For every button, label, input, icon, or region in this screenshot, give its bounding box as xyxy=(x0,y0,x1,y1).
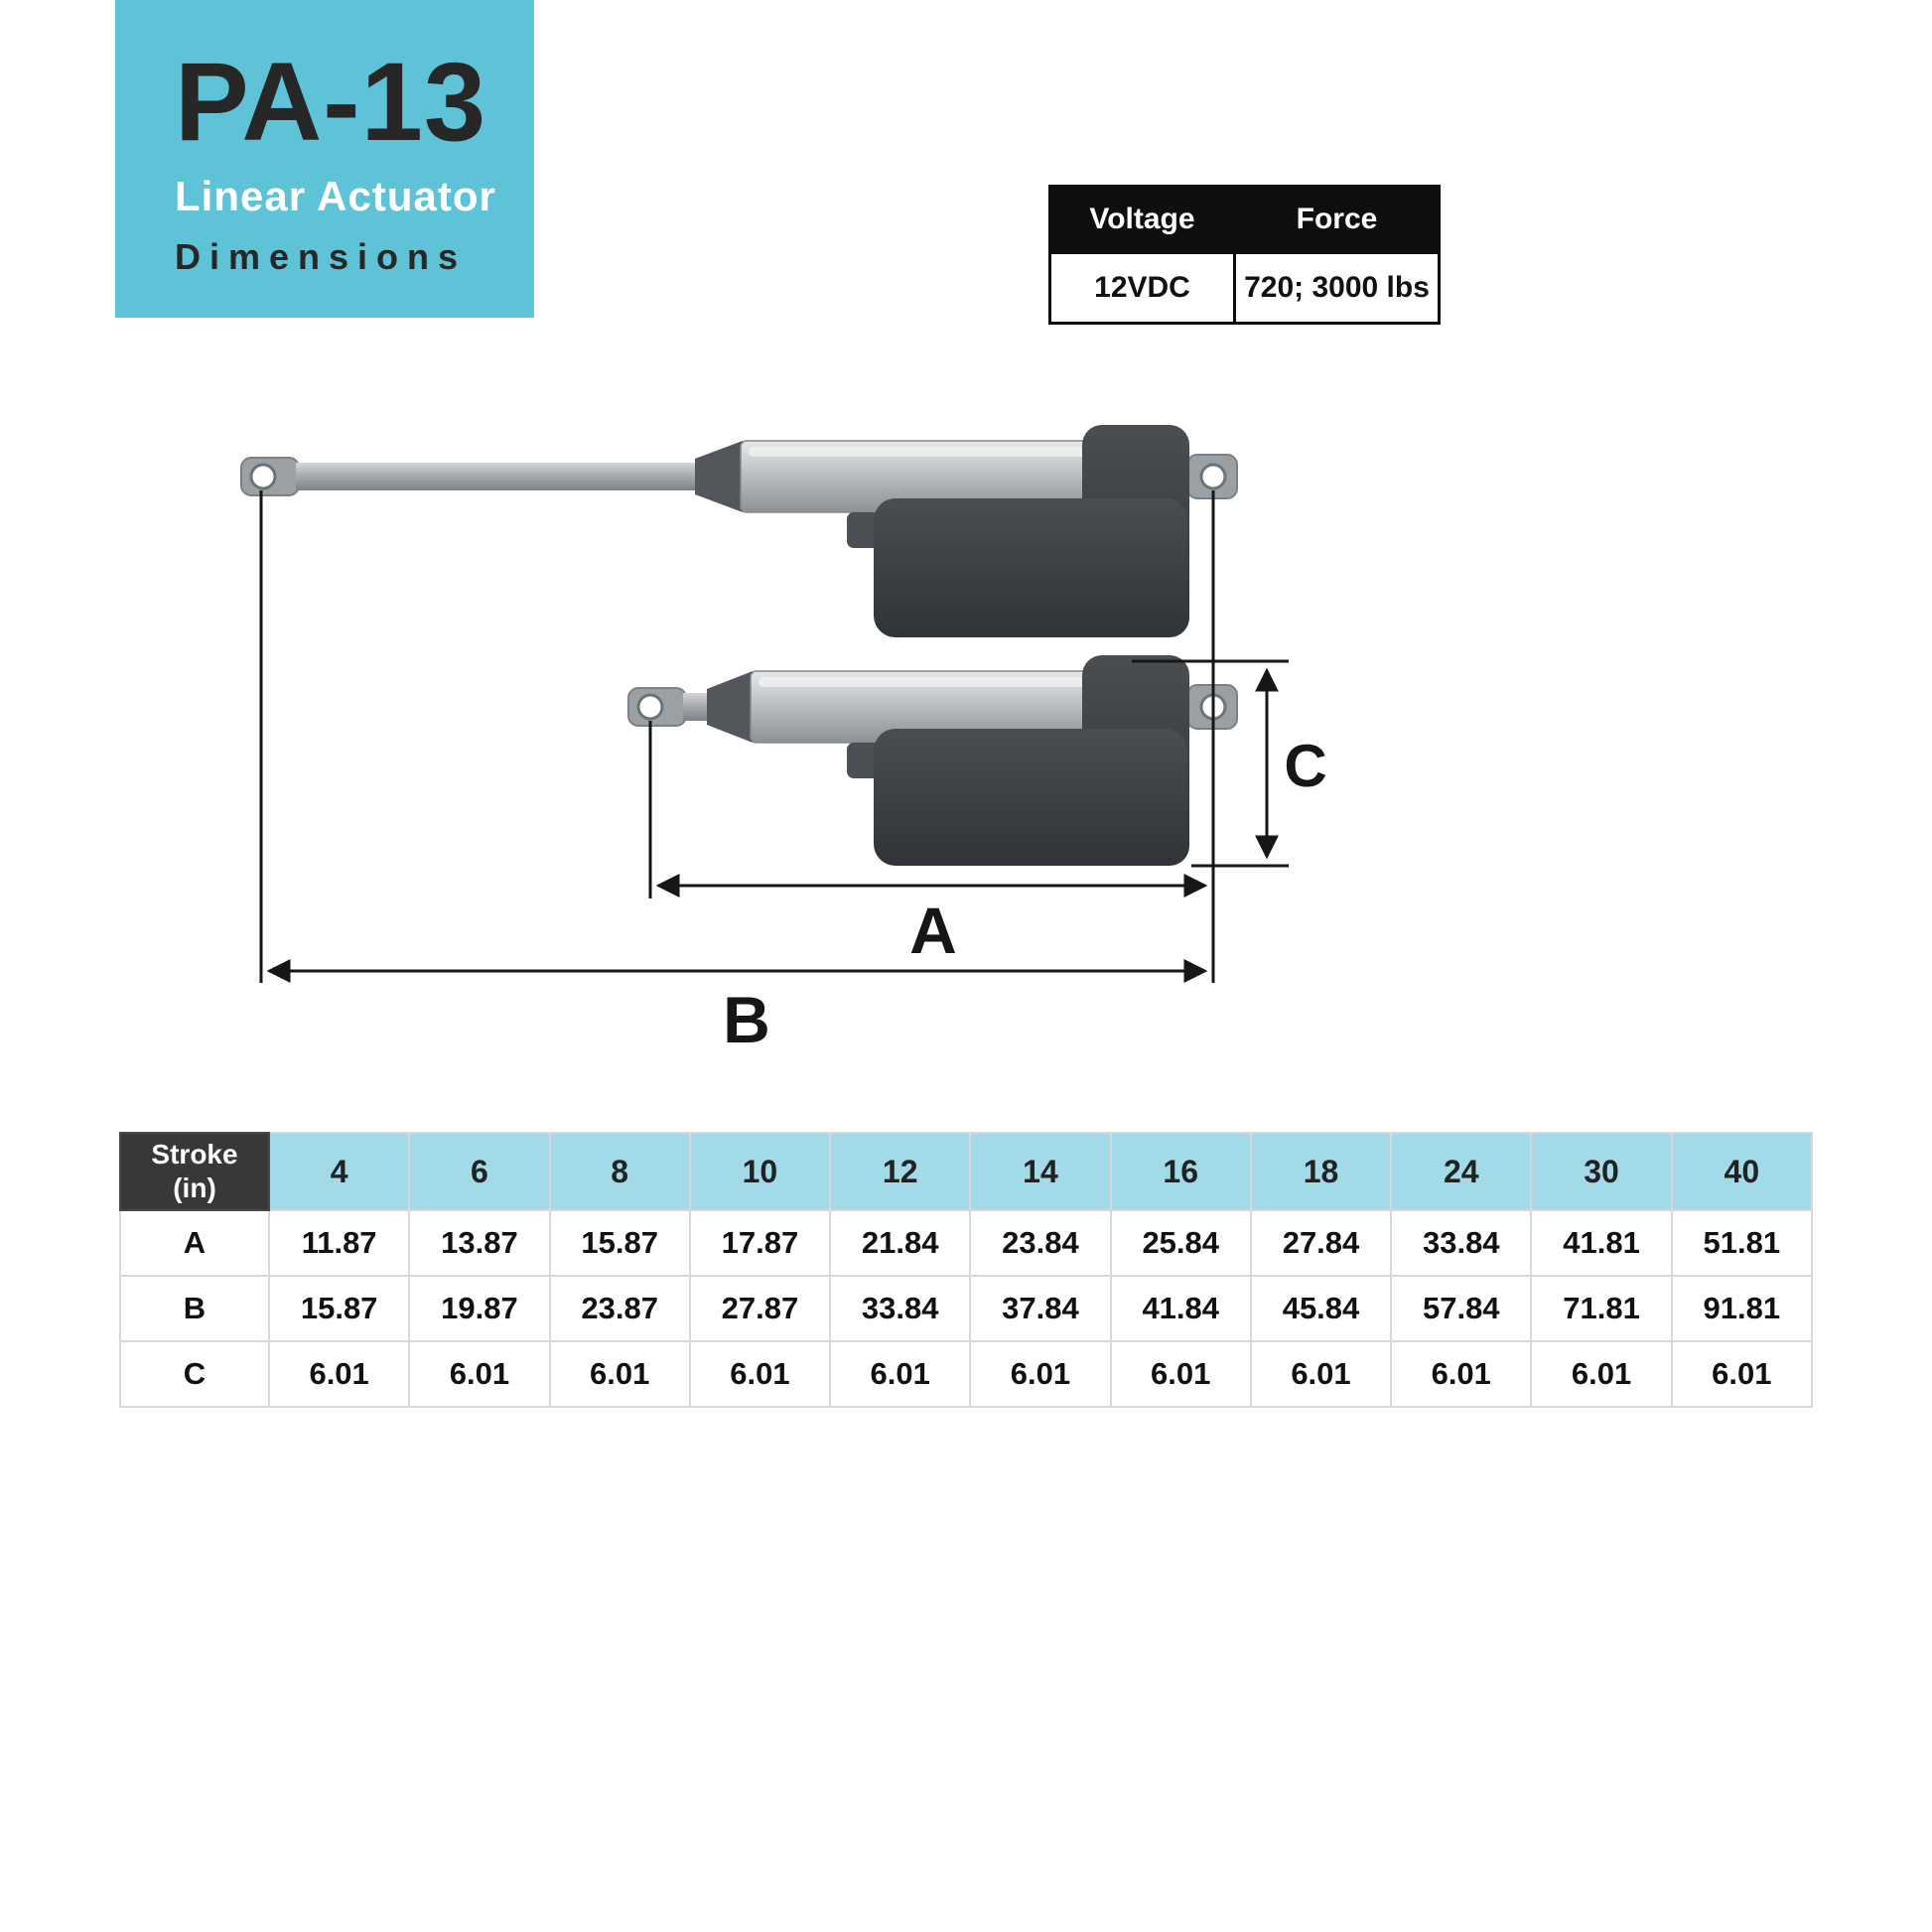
dim-label-b: B xyxy=(723,983,770,1056)
mount-hole xyxy=(1199,463,1227,490)
spec-voltage-value: 12VDC xyxy=(1048,251,1236,325)
actuator-diagram: A B C xyxy=(240,425,1327,1056)
dimension-value: 27.84 xyxy=(1249,1209,1393,1277)
rod-collar xyxy=(707,671,753,743)
stroke-column-header: 6 xyxy=(408,1132,551,1211)
dimension-value: 51.81 xyxy=(1670,1209,1814,1277)
dimension-value: 6.01 xyxy=(969,1340,1112,1408)
dimension-value: 57.84 xyxy=(1390,1275,1533,1342)
dim-label-a: A xyxy=(909,894,957,967)
dimension-value: 19.87 xyxy=(408,1275,551,1342)
spec-force-value: 720; 3000 lbs xyxy=(1233,251,1441,325)
sheet-type-label: Dimensions xyxy=(175,236,468,278)
stroke-column-header: 18 xyxy=(1249,1132,1393,1211)
dim-label-c: C xyxy=(1284,733,1326,799)
stroke-column-header: 14 xyxy=(969,1132,1112,1211)
tube-highlight xyxy=(749,447,1092,457)
dimension-value: 6.01 xyxy=(1670,1340,1814,1408)
dimension-value: 6.01 xyxy=(1109,1340,1252,1408)
dimension-value: 13.87 xyxy=(408,1209,551,1277)
stroke-column-header: 24 xyxy=(1390,1132,1533,1211)
title-block: PA-13 Linear Actuator Dimensions xyxy=(115,0,534,318)
dimension-lines xyxy=(259,490,1289,983)
dimension-value: 6.01 xyxy=(408,1340,551,1408)
model-name: PA-13 xyxy=(175,40,487,164)
dimension-row-label: B xyxy=(119,1275,270,1342)
dimension-value: 41.81 xyxy=(1530,1209,1673,1277)
dimension-value: 37.84 xyxy=(969,1275,1112,1342)
stroke-column-header: 12 xyxy=(829,1132,972,1211)
dimension-value: 91.81 xyxy=(1670,1275,1814,1342)
motor-housing xyxy=(874,498,1187,637)
dimension-value: 23.87 xyxy=(548,1275,691,1342)
dimension-value: 41.84 xyxy=(1109,1275,1252,1342)
dimension-value: 6.01 xyxy=(829,1340,972,1408)
dimension-value: 45.84 xyxy=(1249,1275,1393,1342)
dimension-value: 6.01 xyxy=(1390,1340,1533,1408)
dimension-row-label: C xyxy=(119,1340,270,1408)
dimension-value: 33.84 xyxy=(829,1275,972,1342)
dimension-value: 6.01 xyxy=(548,1340,691,1408)
dimension-value: 17.87 xyxy=(688,1209,832,1277)
rod-end-hole xyxy=(249,463,277,490)
motor-housing xyxy=(874,729,1187,866)
dimension-value: 71.81 xyxy=(1530,1275,1673,1342)
dimension-value: 33.84 xyxy=(1390,1209,1533,1277)
rod-collar xyxy=(695,441,743,512)
piston-rod xyxy=(296,463,699,490)
dimension-value: 6.01 xyxy=(267,1340,411,1408)
actuator-retracted xyxy=(627,655,1238,866)
stroke-corner-header: Stroke(in) xyxy=(119,1132,270,1211)
dimension-value: 15.87 xyxy=(548,1209,691,1277)
stroke-column-header: 8 xyxy=(548,1132,691,1211)
stroke-column-header: 4 xyxy=(267,1132,411,1211)
rod-end-hole xyxy=(636,693,664,721)
dimension-value: 21.84 xyxy=(829,1209,972,1277)
spec-header-force: Force xyxy=(1233,185,1441,254)
actuator-extended xyxy=(240,425,1238,637)
dimension-value: 6.01 xyxy=(1249,1340,1393,1408)
tube-highlight xyxy=(759,677,1092,687)
dimension-value: 27.87 xyxy=(688,1275,832,1342)
spec-header-voltage: Voltage xyxy=(1048,185,1236,254)
spec-header-row: Voltage Force xyxy=(1048,185,1441,254)
stroke-column-header: 40 xyxy=(1670,1132,1814,1211)
spec-table: Voltage Force 12VDC 720; 3000 lbs xyxy=(1048,185,1441,325)
dimension-value: 6.01 xyxy=(688,1340,832,1408)
dimension-value: 23.84 xyxy=(969,1209,1112,1277)
stroke-column-header: 30 xyxy=(1530,1132,1673,1211)
dimension-value: 11.87 xyxy=(267,1209,411,1277)
product-type-label: Linear Actuator xyxy=(175,173,496,220)
dimension-value: 15.87 xyxy=(267,1275,411,1342)
dimension-value: 6.01 xyxy=(1530,1340,1673,1408)
dimension-row-label: A xyxy=(119,1209,270,1277)
dimension-value: 25.84 xyxy=(1109,1209,1252,1277)
spec-value-row: 12VDC 720; 3000 lbs xyxy=(1048,251,1441,325)
wire-nub xyxy=(847,743,881,778)
stroke-column-header: 10 xyxy=(688,1132,832,1211)
wire-nub xyxy=(847,512,881,548)
stroke-column-header: 16 xyxy=(1109,1132,1252,1211)
